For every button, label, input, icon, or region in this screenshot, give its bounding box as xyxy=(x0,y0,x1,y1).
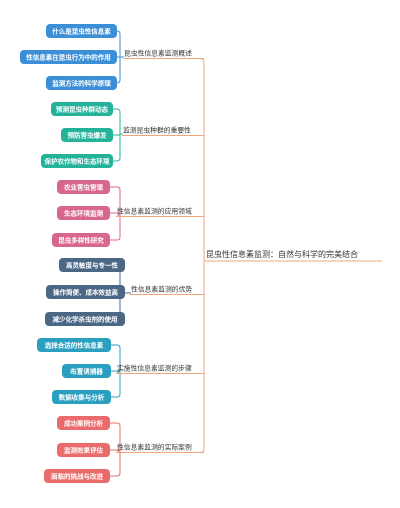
leaf-label: 预测昆虫种群动态 xyxy=(56,104,109,113)
leaf-box xyxy=(52,390,111,404)
leaf-label: 性信息素在昆虫行为中的作用 xyxy=(26,52,111,61)
leaf-node[interactable]: 监测方法的科学原理 xyxy=(46,76,117,90)
leaf-box xyxy=(46,285,125,299)
leaf-node[interactable]: 性信息素在昆虫行为中的作用 xyxy=(20,50,117,64)
leaf-label: 操作简便、成本效益高 xyxy=(53,287,119,296)
branch-node[interactable]: 性信息素监测的优势 xyxy=(130,285,204,295)
branch-brackets xyxy=(110,30,131,477)
branch-node[interactable]: 监测昆虫种群的重要性 xyxy=(122,126,204,136)
branch-node[interactable]: 性信息素监测的实际案例 xyxy=(116,443,204,453)
leaf-node[interactable]: 选择合适的性信息素 xyxy=(37,338,111,352)
leaf-node[interactable]: 面临的挑战与改进 xyxy=(44,469,110,483)
branch-node[interactable]: 昆虫性信息素监测概述 xyxy=(123,49,204,59)
leaf-label: 预防害虫爆发 xyxy=(68,130,108,139)
leaf-label: 昆虫多样性研究 xyxy=(58,235,104,244)
leaf-label: 成功案例分析 xyxy=(64,418,104,427)
leaf-label: 减少化学杀虫剂的使用 xyxy=(53,314,118,323)
leaf-label: 高灵敏度与专一性 xyxy=(66,260,119,269)
leaf-node[interactable]: 成功案例分析 xyxy=(57,416,110,430)
leaf-box xyxy=(46,76,117,90)
branch-node[interactable]: 性信息素监测的应用领域 xyxy=(116,207,204,217)
leaf-box xyxy=(62,364,111,378)
leaf-box xyxy=(61,128,113,142)
leaf-label: 生态环境监测 xyxy=(64,208,104,217)
leaf-box xyxy=(57,180,110,194)
leaf-box xyxy=(37,338,111,352)
leaf-node[interactable]: 监测效果评估 xyxy=(57,443,110,457)
leaf-box xyxy=(45,312,125,326)
leaf-box xyxy=(46,24,117,38)
branch-label: 实施性信息素监测的步骤 xyxy=(117,364,192,373)
leaf-box xyxy=(41,154,113,168)
leaf-node[interactable]: 布置诱捕器 xyxy=(62,364,111,378)
leaf-node[interactable]: 数据收集与分析 xyxy=(52,390,111,404)
trunk-line xyxy=(199,58,205,453)
leaf-node[interactable]: 减少化学杀虫剂的使用 xyxy=(45,312,125,326)
branch-node[interactable]: 实施性信息素监测的步骤 xyxy=(116,364,204,374)
root-node[interactable]: 昆虫性信息素监测：自然与科学的完美结合 xyxy=(204,249,382,262)
branch-label: 性信息素监测的应用领域 xyxy=(117,207,192,216)
leaf-label: 保护农作物和生态环境 xyxy=(44,156,111,165)
branch-label: 昆虫性信息素监测概述 xyxy=(124,49,192,58)
leaf-box xyxy=(57,206,110,220)
branch-label: 性信息素监测的优势 xyxy=(131,285,192,294)
connector-lines xyxy=(199,58,205,453)
branch-label: 监测昆虫种群的重要性 xyxy=(123,126,191,135)
leaf-box xyxy=(51,102,113,116)
leaf-label: 数据收集与分析 xyxy=(59,392,105,401)
root-label: 昆虫性信息素监测：自然与科学的完美结合 xyxy=(206,249,358,259)
leaf-box xyxy=(57,443,110,457)
leaf-box xyxy=(52,233,110,247)
leaf-label: 布置诱捕器 xyxy=(70,366,103,375)
leaf-label: 监测效果评估 xyxy=(64,445,104,454)
leaf-node[interactable]: 预防害虫爆发 xyxy=(61,128,113,142)
leaf-box xyxy=(44,469,110,483)
leaf-box xyxy=(59,258,125,272)
leaf-label: 农业害虫管理 xyxy=(63,182,104,191)
leaf-nodes: 什么是昆虫性信息素性信息素在昆虫行为中的作用监测方法的科学原理预测昆虫种群动态预… xyxy=(20,24,125,483)
leaf-node[interactable]: 高灵敏度与专一性 xyxy=(59,258,125,272)
leaf-node[interactable]: 生态环境监测 xyxy=(57,206,110,220)
branch-label: 性信息素监测的实际案例 xyxy=(117,443,192,452)
leaf-box xyxy=(57,416,110,430)
leaf-label: 什么是昆虫性信息素 xyxy=(52,26,111,35)
leaf-node[interactable]: 预测昆虫种群动态 xyxy=(51,102,113,116)
leaf-box xyxy=(20,50,117,64)
branch-nodes: 昆虫性信息素监测概述监测昆虫种群的重要性性信息素监测的应用领域性信息素监测的优势… xyxy=(116,49,204,453)
leaf-label: 监测方法的科学原理 xyxy=(52,78,111,87)
leaf-node[interactable]: 昆虫多样性研究 xyxy=(52,233,110,247)
leaf-label: 选择合适的性信息素 xyxy=(45,340,104,349)
leaf-node[interactable]: 保护农作物和生态环境 xyxy=(41,154,113,168)
leaf-node[interactable]: 什么是昆虫性信息素 xyxy=(46,24,117,38)
leaf-label: 面临的挑战与改进 xyxy=(51,471,104,480)
leaf-node[interactable]: 农业害虫管理 xyxy=(57,180,110,194)
leaf-node[interactable]: 操作简便、成本效益高 xyxy=(46,285,125,299)
